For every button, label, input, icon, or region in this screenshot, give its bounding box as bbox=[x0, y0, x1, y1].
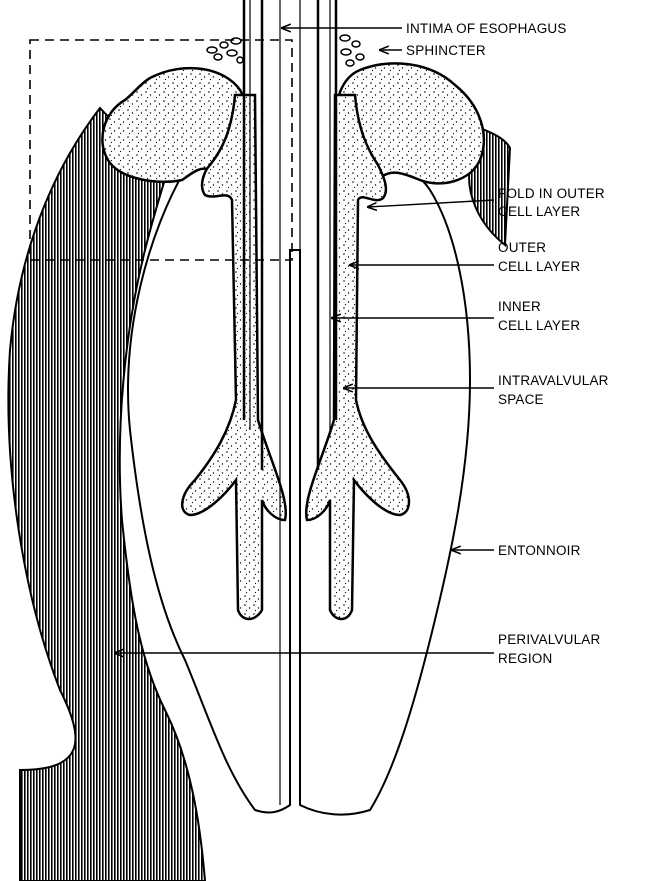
label-fold-line1: FOLD IN OUTER bbox=[498, 186, 605, 201]
label-entonnoir: ENTONNOIR bbox=[498, 543, 581, 558]
label-intima: INTIMA OF ESOPHAGUS bbox=[406, 21, 567, 36]
label-perivalvular-line2: REGION bbox=[498, 651, 552, 666]
label-sphincter: SPHINCTER bbox=[406, 43, 486, 58]
label-outer-line2: CELL LAYER bbox=[498, 259, 580, 274]
label-perivalvular-line1: PERIVALVULAR bbox=[498, 632, 600, 647]
label-fold-line2: CELL LAYER bbox=[498, 204, 580, 219]
label-intravalvular-line2: SPACE bbox=[498, 392, 544, 407]
label-outer-line1: OUTER bbox=[498, 240, 546, 255]
label-inner-line1: INNER bbox=[498, 299, 541, 314]
label-inner-line2: CELL LAYER bbox=[498, 318, 580, 333]
entonnoir-outline bbox=[128, 165, 470, 815]
label-intravalvular-line1: INTRAVALVULAR bbox=[498, 373, 609, 388]
